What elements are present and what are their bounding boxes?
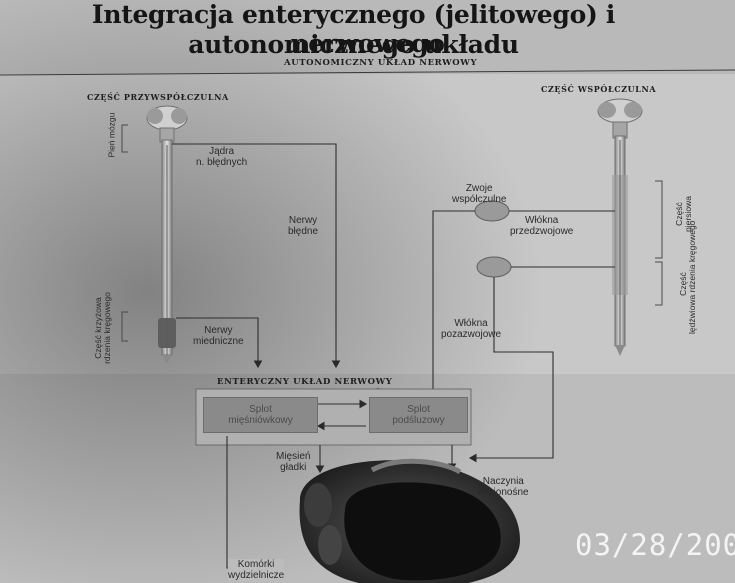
vagal-nuclei-label: Jądra n. błędnych <box>196 146 248 168</box>
parasympathetic-heading: CZĘŚĆ PRZYWSPÓŁCZULNA <box>87 92 229 102</box>
pelvic-nerves-label: Nerwy miedniczne <box>193 325 244 347</box>
ens-heading: ENTERYCZNY UKŁAD NERWOWY <box>217 377 393 387</box>
sacral-part-label: Część krzyżowa rdzenia kręgowego <box>93 292 112 364</box>
secretory-cells-label: Komórki wydzielnicze <box>228 559 285 581</box>
slide-title-line-2: nerwowego <box>290 29 445 58</box>
lumbar-part-label: Część lędźwiowa rdzenia kręgowego <box>678 220 697 334</box>
blood-vessels-label: Naczynia krwionośne <box>478 476 529 498</box>
ans-heading: AUTONOMICZNY UKŁAD NERWOWY <box>284 58 478 68</box>
camera-date-stamp: 03/28/200 <box>575 528 735 562</box>
brainstem-label: Pień mózgu <box>106 112 117 158</box>
intestine-illustration <box>299 458 520 583</box>
parasympathetic-spinal-cord <box>146 105 188 364</box>
sympathetic-ganglia-label: Zwoje współczulne <box>452 183 507 205</box>
sympathetic-spinal-cord <box>597 98 643 356</box>
slide-title-line-1: Integracja enterycznego (jelitowego) i a… <box>91 0 616 59</box>
smooth-muscle-label: Mięsień gładki <box>276 451 311 473</box>
preganglionic-fibers-label: Włókna przedzwojowe <box>510 215 574 237</box>
sympathetic-heading: CZĘŚĆ WSPÓŁCZULNA <box>541 84 657 94</box>
postganglionic-fibers-label: Włókna pozazwojowe <box>441 318 502 340</box>
vagus-nerves-label: Nerwy błędne <box>288 215 319 237</box>
